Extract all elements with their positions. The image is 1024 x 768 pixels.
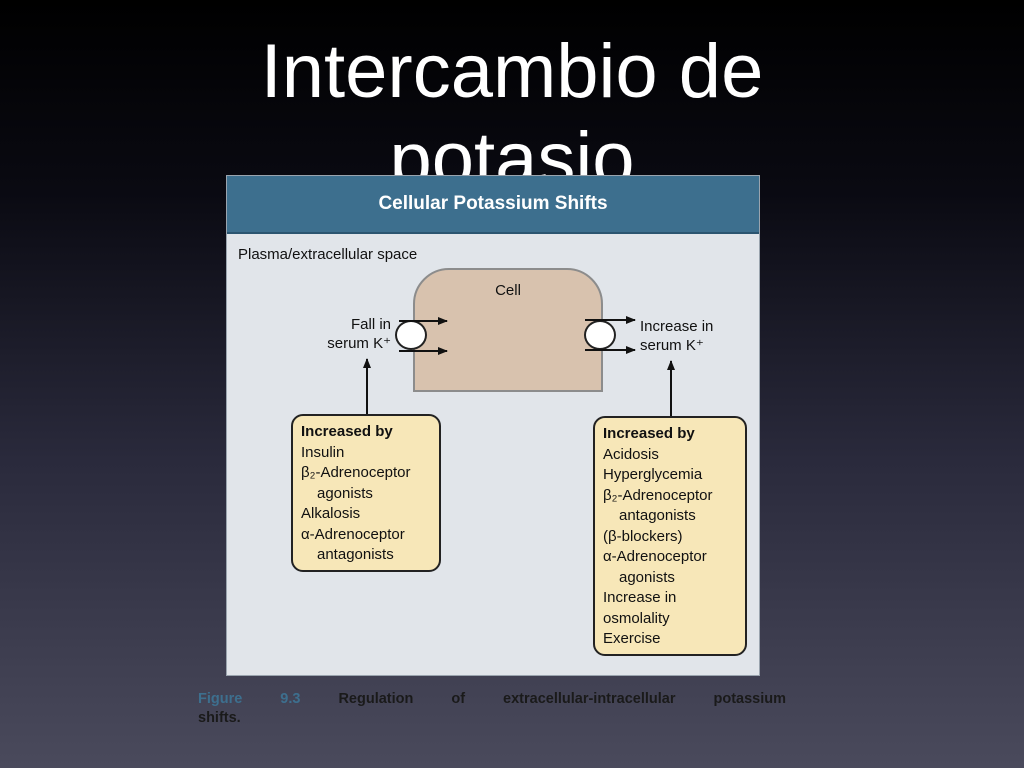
caption-figure-number: Figure 9.3 (198, 691, 301, 707)
left-box-item: antagonists (317, 546, 394, 563)
right-box-item: agonists (619, 568, 675, 586)
caption-text-line1: Regulation of extracellular-intracellula… (338, 691, 787, 707)
figure-caption: Figure 9.3 Regulation of extracellular-i… (198, 690, 786, 728)
right-box-item: (β-blockers) (603, 527, 683, 545)
slide-title: Intercambio de potasio (0, 28, 1024, 204)
left-box-item: agonists (317, 484, 373, 502)
right-box-item: osmolality (603, 609, 670, 627)
right-increased-by-box: Increased by Acidosis Hyperglycemia β₂-A… (593, 416, 747, 656)
left-box-item: β₂-Adrenoceptor (301, 464, 411, 481)
cell-label: Cell (495, 282, 521, 299)
flow-arrows (363, 316, 675, 416)
slide-title-line1: Intercambio de (260, 29, 764, 114)
left-box-item: α-Adrenoceptor (301, 525, 405, 543)
right-box-item: Increase in (603, 589, 677, 606)
right-box-item: β₂-Adrenoceptor (603, 486, 713, 504)
right-box-item: Exercise (603, 630, 661, 647)
right-box-item: Hyperglycemia (603, 466, 703, 483)
caption-text-line2: shifts. (198, 710, 241, 726)
left-increased-by-box: Increased by Insulin β₂-Adrenoceptor ago… (291, 414, 441, 572)
extracellular-space-label: Plasma/extracellular space (238, 246, 418, 263)
right-box-item: Acidosis (603, 445, 659, 463)
left-box-item: Alkalosis (301, 505, 361, 522)
left-label-line1: Fall in (350, 316, 391, 333)
cell-shape: Cell (413, 268, 603, 392)
increase-in-serum-k-label: Increase in serum K⁺ (640, 317, 713, 355)
left-box-item: Insulin (301, 443, 345, 461)
right-label-line1: Increase in (640, 318, 714, 335)
left-box-heading: Increased by (301, 423, 393, 440)
figure-header: Cellular Potassium Shifts (227, 176, 759, 234)
right-label-line2: serum K⁺ (640, 337, 704, 354)
right-box-heading: Increased by (603, 425, 695, 442)
left-label-line2: serum K⁺ (327, 335, 391, 352)
potassium-shifts-figure: Cellular Potassium Shifts Plasma/extrace… (226, 175, 760, 676)
fall-in-serum-k-label: Fall in serum K⁺ (313, 315, 391, 353)
right-box-item: antagonists (619, 507, 696, 524)
right-box-item: α-Adrenoceptor (603, 548, 707, 565)
